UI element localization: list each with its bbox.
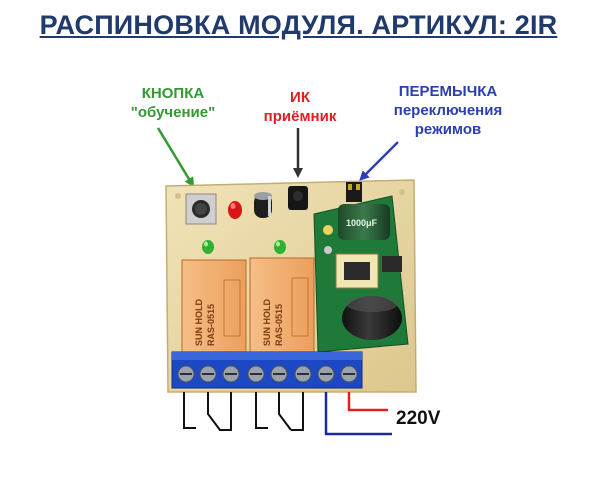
mode-jumper-label: ПЕРЕМЫЧКА переключения режимов	[368, 82, 528, 139]
learn-button-label: КНОПКА "обучение"	[98, 84, 248, 122]
ir-receiver-component	[288, 186, 308, 210]
terminal-screw-2	[199, 365, 217, 383]
learn-button-label-line2: "обучение"	[130, 104, 216, 121]
page-title: РАСПИНОВКА МОДУЛЯ. АРТИКУЛ: 2IR	[39, 10, 558, 40]
mode-jumper-component	[346, 182, 362, 202]
relay-2-brand: SUN HOLD	[262, 299, 272, 347]
terminal-block	[171, 351, 363, 389]
learn-button-label-line1: КНОПКА	[141, 85, 205, 102]
terminal-screw-4	[247, 365, 265, 383]
relay-2-model: RAS-0515	[274, 304, 284, 346]
terminal-screw-5	[270, 365, 288, 383]
power-wire-neutral	[324, 392, 392, 436]
terminal-screw-6	[294, 365, 312, 383]
mode-jumper-label-line2: переключения	[393, 102, 503, 119]
learn-button-component	[185, 193, 217, 225]
small-capacitor-component	[254, 192, 272, 218]
power-wire-phase	[347, 392, 388, 412]
mode-jumper-label-line3: режимов	[414, 121, 482, 138]
mode-jumper-label-line1: ПЕРЕМЫЧКА	[398, 83, 498, 100]
relay-1-brand: SUN HOLD	[194, 299, 204, 347]
relay-contacts-schematic	[183, 392, 304, 431]
power-supply-board: 1000μF	[313, 195, 409, 353]
relay-2: SUN HOLD RAS-0515	[249, 257, 315, 353]
jumper-arrow-icon	[359, 141, 399, 181]
filter-capacitor-component	[338, 204, 390, 240]
terminal-screw-3	[222, 365, 240, 383]
relay-1-model: RAS-0515	[206, 304, 216, 346]
capacitor-marking: 1000μF	[346, 218, 378, 228]
ir-receiver-label-line1: ИК	[290, 89, 310, 106]
learn-button-arrow-icon	[156, 127, 195, 188]
green-led-2-component	[274, 240, 286, 254]
ir-receiver-label-line2: приёмник	[263, 108, 337, 125]
terminal-screw-7	[317, 365, 335, 383]
ir-receiver-label: ИК приёмник	[240, 88, 360, 126]
terminal-screw-8	[340, 365, 358, 383]
green-led-1-component	[202, 240, 214, 254]
relay-1: SUN HOLD RAS-0515	[181, 259, 247, 353]
red-led-component	[228, 201, 242, 219]
terminal-screw-1	[177, 365, 195, 383]
power-voltage-label: 220V	[396, 408, 441, 429]
